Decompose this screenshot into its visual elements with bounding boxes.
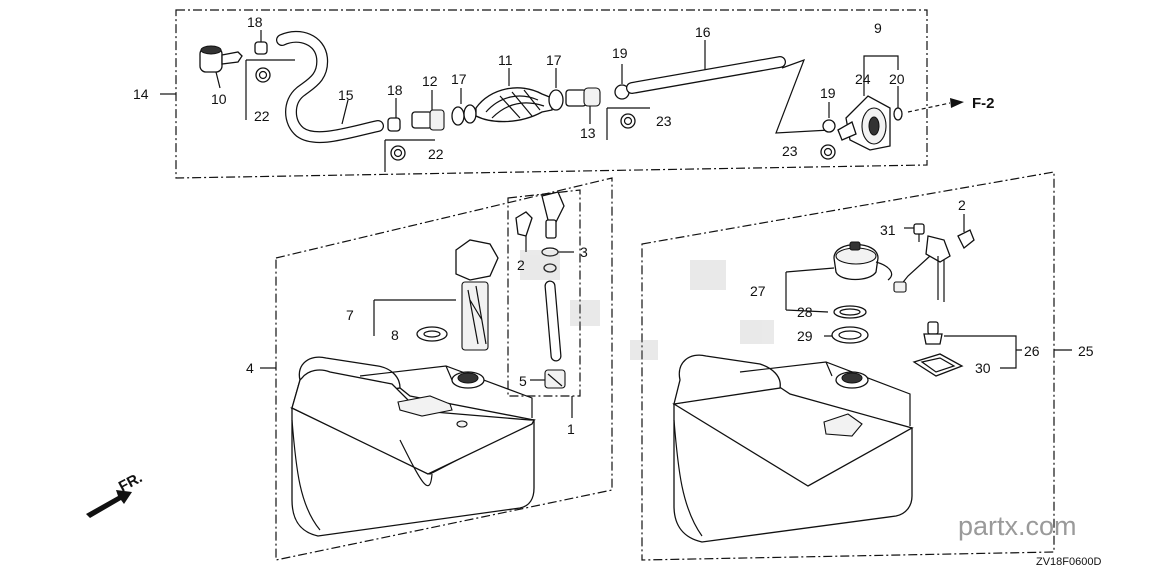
label-9: 9 — [874, 20, 882, 36]
label-12: 12 — [422, 73, 438, 89]
watermark-text: partx.com — [958, 511, 1077, 541]
clamp-23a[interactable] — [620, 113, 636, 129]
clamp-23b[interactable] — [820, 144, 836, 160]
label-5: 5 — [519, 373, 527, 389]
label-17a: 17 — [451, 71, 467, 87]
bracket-22a — [245, 59, 295, 120]
label-13: 13 — [580, 125, 596, 141]
filter-5[interactable] — [530, 369, 566, 389]
hose-15[interactable] — [276, 30, 384, 144]
label-17b: 17 — [546, 52, 562, 68]
cap-27[interactable] — [785, 241, 893, 313]
label-19b: 19 — [820, 85, 836, 101]
clip-18a[interactable] — [254, 30, 268, 55]
connector-24[interactable] — [837, 55, 899, 151]
label-31: 31 — [880, 222, 896, 238]
diagram-code: ZV18F0600D — [1036, 556, 1101, 568]
right-tank-frame — [641, 171, 1072, 561]
label-29: 29 — [797, 328, 813, 344]
clip-17a[interactable] — [451, 88, 477, 126]
label-22b: 22 — [428, 146, 444, 162]
screw-31[interactable] — [904, 223, 925, 242]
label-2a: 2 — [517, 257, 525, 273]
primer-bulb-11[interactable] — [475, 68, 553, 123]
washer-3[interactable] — [541, 247, 574, 273]
vent-valve-2b[interactable] — [957, 214, 975, 250]
clip-18b[interactable] — [387, 98, 401, 132]
vent-assembly-1 — [507, 189, 581, 418]
washer-20[interactable] — [893, 86, 903, 121]
tube-left[interactable] — [544, 280, 562, 362]
label-1: 1 — [567, 421, 575, 437]
front-arrow — [86, 490, 132, 518]
fuel-tank-right[interactable] — [672, 354, 914, 543]
label-15: 15 — [338, 87, 354, 103]
connector-13[interactable] — [565, 87, 601, 124]
bracket-22b — [384, 139, 435, 172]
label-18b: 18 — [387, 82, 403, 98]
label-7: 7 — [346, 307, 354, 323]
gasket-8[interactable] — [416, 326, 448, 342]
vent-valve-2a[interactable] — [515, 211, 533, 252]
fuel-gauge-7[interactable] — [373, 239, 499, 351]
clip-19a[interactable] — [614, 64, 630, 100]
vent-valve-26[interactable] — [923, 321, 943, 345]
check-valve-12[interactable] — [411, 90, 445, 131]
label-10: 10 — [211, 91, 227, 107]
label-18a: 18 — [247, 14, 263, 30]
gasket-30[interactable] — [912, 353, 964, 377]
label-23b: 23 — [782, 143, 798, 159]
label-22a: 22 — [254, 108, 270, 124]
label-23a: 23 — [656, 113, 672, 129]
label-16: 16 — [695, 24, 711, 40]
part-labels: 18 10 22 14 15 18 12 17 11 17 19 16 13 2… — [116, 14, 1102, 568]
label-11: 11 — [498, 52, 513, 68]
clip-17b[interactable] — [548, 68, 564, 111]
label-26: 26 — [1024, 343, 1040, 359]
label-19a: 19 — [612, 45, 628, 61]
label-8: 8 — [391, 327, 399, 343]
gasket-29[interactable] — [824, 326, 869, 344]
leader-link — [775, 58, 831, 134]
watermark-mosaic — [520, 250, 774, 360]
ref-f2: F-2 — [972, 95, 995, 112]
clamp-22b[interactable] — [390, 145, 406, 161]
elbow-fitting[interactable] — [541, 191, 565, 239]
clamp-22a[interactable] — [255, 67, 271, 83]
bracket-26 — [944, 335, 1022, 369]
left-tank-frame — [260, 177, 613, 561]
fuel-tank-left[interactable] — [289, 356, 536, 537]
label-30: 30 — [975, 360, 991, 376]
clip-19b[interactable] — [822, 102, 836, 133]
label-27: 27 — [750, 283, 766, 299]
label-3: 3 — [580, 244, 588, 260]
label-2b: 2 — [958, 197, 966, 213]
bracket-23a — [606, 107, 650, 140]
label-24: 24 — [855, 71, 871, 87]
label-14: 14 — [133, 86, 149, 102]
label-25: 25 — [1078, 343, 1094, 359]
connector-10[interactable] — [199, 45, 243, 89]
hose-assembly-frame — [160, 9, 928, 179]
hose-16[interactable] — [626, 40, 786, 94]
oring-28[interactable] — [833, 305, 867, 319]
label-20: 20 — [889, 71, 905, 87]
label-28: 28 — [797, 304, 813, 320]
f2-arrow — [907, 98, 964, 113]
label-4: 4 — [246, 360, 254, 376]
sender-unit[interactable] — [893, 235, 951, 302]
